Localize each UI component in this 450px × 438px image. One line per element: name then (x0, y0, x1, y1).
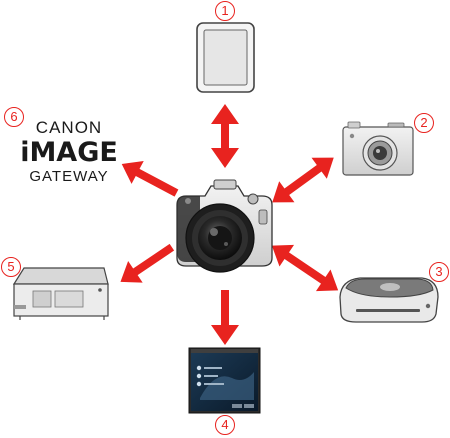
logo-gateway: GATEWAY (29, 168, 109, 185)
marker-4: 4 (215, 415, 235, 435)
logo-brand: CANON (35, 118, 103, 137)
marker-2: 2 (414, 113, 434, 133)
tablet-icon (196, 22, 255, 93)
arrow-printer (120, 243, 175, 283)
image-gateway-logo: CANON iMAGE GATEWAY (14, 118, 124, 186)
marker-1: 1 (215, 1, 235, 21)
arrow-image-gateway (121, 160, 179, 197)
dslr-camera-icon (176, 179, 273, 273)
computer-screen-icon (188, 347, 261, 414)
marker-3: 3 (429, 262, 449, 282)
arrows (120, 104, 339, 345)
printer-icon (12, 267, 109, 320)
arrow-connect-station (271, 244, 339, 292)
arrow-computer (211, 290, 239, 345)
arrow-tablet (211, 104, 239, 168)
arrow-compact-camera (272, 157, 334, 203)
logo-image: iMAGE (20, 137, 118, 168)
marker-6: 6 (4, 107, 24, 127)
compact-camera-icon (342, 121, 414, 176)
marker-5: 5 (1, 257, 21, 277)
connect-station-icon (339, 277, 439, 323)
